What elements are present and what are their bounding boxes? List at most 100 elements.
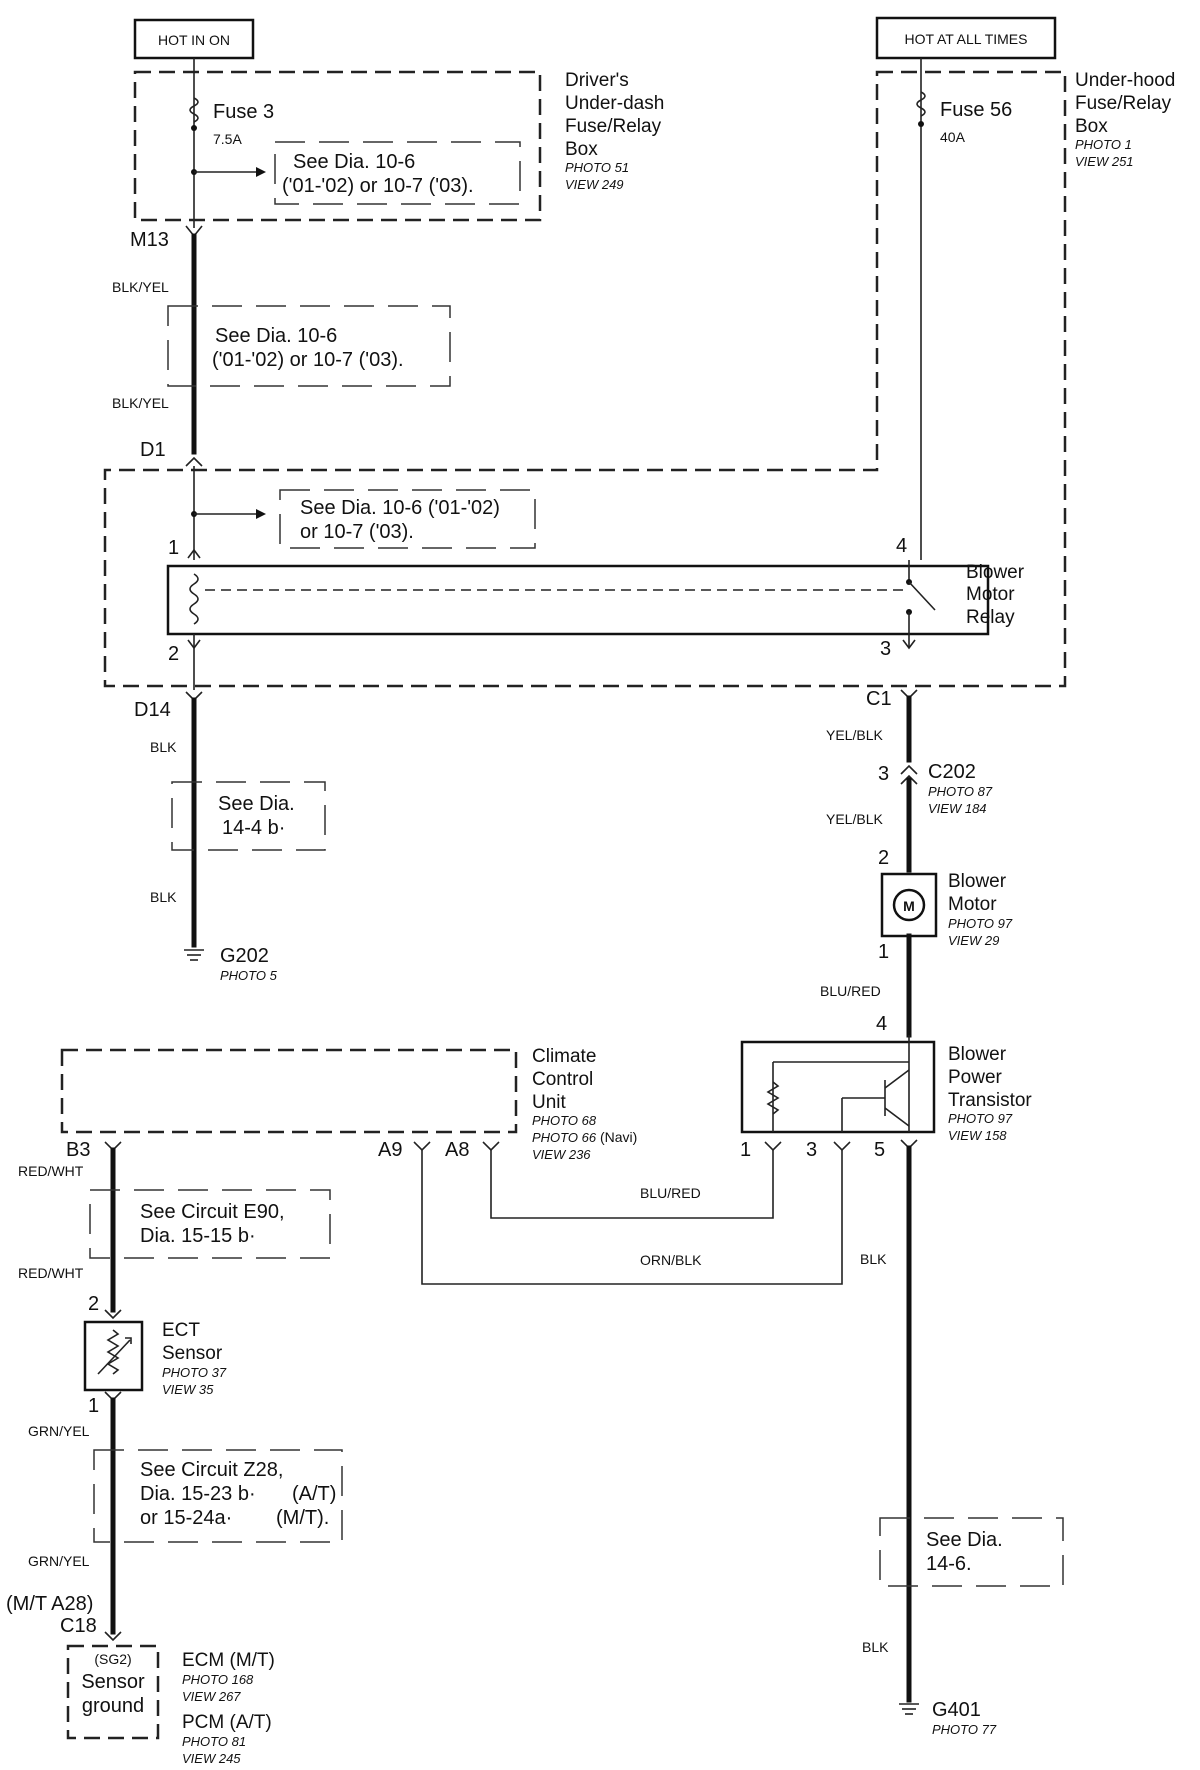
svg-text:14-6.: 14-6. <box>926 1553 972 1575</box>
under-dash-name-1: Driver's <box>565 70 629 91</box>
svg-text:G202: G202 <box>220 945 269 967</box>
svg-text:('01-'02) or 10-7 ('03).: ('01-'02) or 10-7 ('03). <box>212 349 404 371</box>
svg-text:40A: 40A <box>940 129 966 145</box>
svg-text:1: 1 <box>168 537 179 559</box>
svg-text:See Circuit E90,: See Circuit E90, <box>140 1201 285 1223</box>
under-hood-name-3: Box <box>1075 116 1108 137</box>
climate-name-3: Unit <box>532 1092 567 1113</box>
svg-text:4: 4 <box>876 1013 887 1035</box>
under-dash-name-4: Box <box>565 139 598 160</box>
svg-text:2: 2 <box>88 1293 99 1315</box>
ect-sensor: ECT Sensor PHOTO 37 VIEW 35 1 GRN/YEL Se… <box>6 1320 343 1642</box>
relay-name-3: Relay <box>966 607 1015 628</box>
under-dash-name-2: Under-dash <box>565 93 664 114</box>
svg-text:Sensor: Sensor <box>81 1671 145 1693</box>
svg-text:D1: D1 <box>140 439 166 461</box>
ect-sensor-branch: RED/WHT See Circuit E90, Dia. 15-15 b· R… <box>18 1147 331 1320</box>
svg-text:BLK/YEL: BLK/YEL <box>112 395 169 411</box>
left-ground-wire: D14 BLK See Dia. 14-4 b· BLK G202 PHOTO … <box>134 691 326 983</box>
svg-text:Dia. 15-15 b·: Dia. 15-15 b· <box>140 1225 256 1247</box>
blower-motor-relay: See Dia. 10-6 ('01-'02) or 10-7 ('03). 1… <box>166 489 1025 690</box>
transistor-name-2: Power <box>948 1067 1003 1088</box>
under-hood-name-2: Fuse/Relay <box>1075 93 1172 114</box>
svg-text:A9: A9 <box>378 1139 402 1161</box>
svg-text:D14: D14 <box>134 699 171 721</box>
svg-text:PHOTO 1: PHOTO 1 <box>1075 137 1132 152</box>
svg-text:B3: B3 <box>66 1139 90 1161</box>
svg-text:BLU/RED: BLU/RED <box>820 983 881 999</box>
svg-text:See Dia. 10-6: See Dia. 10-6 <box>293 151 415 173</box>
under-hood-fuse-box: Fuse 56 40A Under-hood Fuse/Relay Box PH… <box>103 58 1175 688</box>
svg-text:3: 3 <box>878 763 889 785</box>
svg-text:or 15-24a·: or 15-24a· <box>140 1507 232 1529</box>
svg-text:14-4 b·: 14-4 b· <box>222 817 285 839</box>
left-power-wire: M13 BLK/YEL See Dia. 10-6 ('01-'02) or 1… <box>112 225 451 560</box>
svg-text:1: 1 <box>740 1139 751 1161</box>
svg-text:PHOTO 51: PHOTO 51 <box>565 160 629 175</box>
right-power-wire: C1 YEL/BLK 3 C202 PHOTO 87 VIEW 184 YEL/… <box>826 688 993 873</box>
svg-text:M13: M13 <box>130 229 169 251</box>
svg-text:See Dia. 10-6: See Dia. 10-6 <box>215 325 337 347</box>
relay-name-2: Motor <box>966 584 1015 605</box>
svg-text:VIEW 236: VIEW 236 <box>532 1147 591 1162</box>
svg-text:C18: C18 <box>60 1615 97 1637</box>
hot-at-all-times-tag: HOT AT ALL TIMES <box>875 16 1057 60</box>
svg-text:VIEW 249: VIEW 249 <box>565 177 624 192</box>
ground-icon-g202 <box>184 949 204 961</box>
motor-name-1: Blower <box>948 871 1007 892</box>
svg-text:See Circuit Z28,: See Circuit Z28, <box>140 1459 283 1481</box>
svg-text:HOT AT ALL TIMES: HOT AT ALL TIMES <box>905 31 1028 47</box>
under-hood-name-1: Under-hood <box>1075 70 1175 91</box>
right-ground-wire: BLK See Dia. 14-6. BLK G401 PHOTO 77 <box>860 1139 1064 1737</box>
svg-text:1: 1 <box>878 941 889 963</box>
svg-text:PHOTO 97: PHOTO 97 <box>948 916 1013 931</box>
climate-transistor-wires: BLU/RED ORN/BLK <box>421 1141 851 1285</box>
svg-text:3: 3 <box>880 638 891 660</box>
svg-text:BLK: BLK <box>150 739 177 755</box>
svg-text:1: 1 <box>88 1395 99 1417</box>
under-dash-fuse-box: Fuse 3 7.5A See Dia. 10-6 ('01-'02) or 1… <box>133 58 664 228</box>
svg-text:RED/WHT: RED/WHT <box>18 1265 84 1281</box>
svg-text:PHOTO 87: PHOTO 87 <box>928 784 993 799</box>
svg-text:M: M <box>903 898 915 914</box>
svg-text:HOT IN ON: HOT IN ON <box>158 32 230 48</box>
svg-text:PHOTO 168: PHOTO 168 <box>182 1672 254 1687</box>
ecm-pcm-sensor-ground: (SG2) Sensor ground ECM (M/T) PHOTO 168 … <box>66 1644 275 1766</box>
svg-text:See Dia.: See Dia. <box>218 793 295 815</box>
svg-text:PHOTO 37: PHOTO 37 <box>162 1365 227 1380</box>
svg-text:Fuse 56: Fuse 56 <box>940 99 1012 121</box>
svg-text:GRN/YEL: GRN/YEL <box>28 1423 90 1439</box>
transistor-name-3: Transistor <box>948 1090 1032 1111</box>
under-dash-name-3: Fuse/Relay <box>565 116 662 137</box>
motor-name-2: Motor <box>948 894 997 915</box>
svg-text:C202: C202 <box>928 761 976 783</box>
svg-text:BLU/RED: BLU/RED <box>640 1185 701 1201</box>
transistor-name-1: Blower <box>948 1044 1007 1065</box>
svg-text:(M/T A28): (M/T A28) <box>6 1593 93 1615</box>
svg-text:VIEW 245: VIEW 245 <box>182 1751 241 1766</box>
svg-text:VIEW 29: VIEW 29 <box>948 933 999 948</box>
svg-text:PHOTO 81: PHOTO 81 <box>182 1734 246 1749</box>
ect-name-2: Sensor <box>162 1343 223 1364</box>
svg-text:YEL/BLK: YEL/BLK <box>826 727 883 743</box>
svg-text:VIEW 158: VIEW 158 <box>948 1128 1007 1143</box>
svg-text:PHOTO 5: PHOTO 5 <box>220 968 278 983</box>
svg-text:(Navi): (Navi) <box>600 1129 637 1145</box>
svg-text:RED/WHT: RED/WHT <box>18 1163 84 1179</box>
svg-text:C1: C1 <box>866 688 892 710</box>
svg-text:Fuse 3: Fuse 3 <box>213 101 274 123</box>
svg-text:7.5A: 7.5A <box>213 131 242 147</box>
svg-text:2: 2 <box>168 643 179 665</box>
svg-text:PCM (A/T): PCM (A/T) <box>182 1712 272 1733</box>
relay-name-1: Blower <box>966 562 1025 583</box>
blower-motor: M Blower Motor PHOTO 97 VIEW 29 1 BLU/RE… <box>820 871 1013 1038</box>
svg-text:or 10-7 ('03).: or 10-7 ('03). <box>300 521 414 543</box>
svg-text:BLK: BLK <box>862 1639 889 1655</box>
climate-control-unit: Climate Control Unit PHOTO 68 PHOTO 66 (… <box>60 1046 637 1162</box>
svg-text:PHOTO 77: PHOTO 77 <box>932 1722 997 1737</box>
svg-text:BLK/YEL: BLK/YEL <box>112 279 169 295</box>
climate-name-2: Control <box>532 1069 593 1090</box>
svg-text:5: 5 <box>874 1139 885 1161</box>
svg-text:VIEW 267: VIEW 267 <box>182 1689 241 1704</box>
